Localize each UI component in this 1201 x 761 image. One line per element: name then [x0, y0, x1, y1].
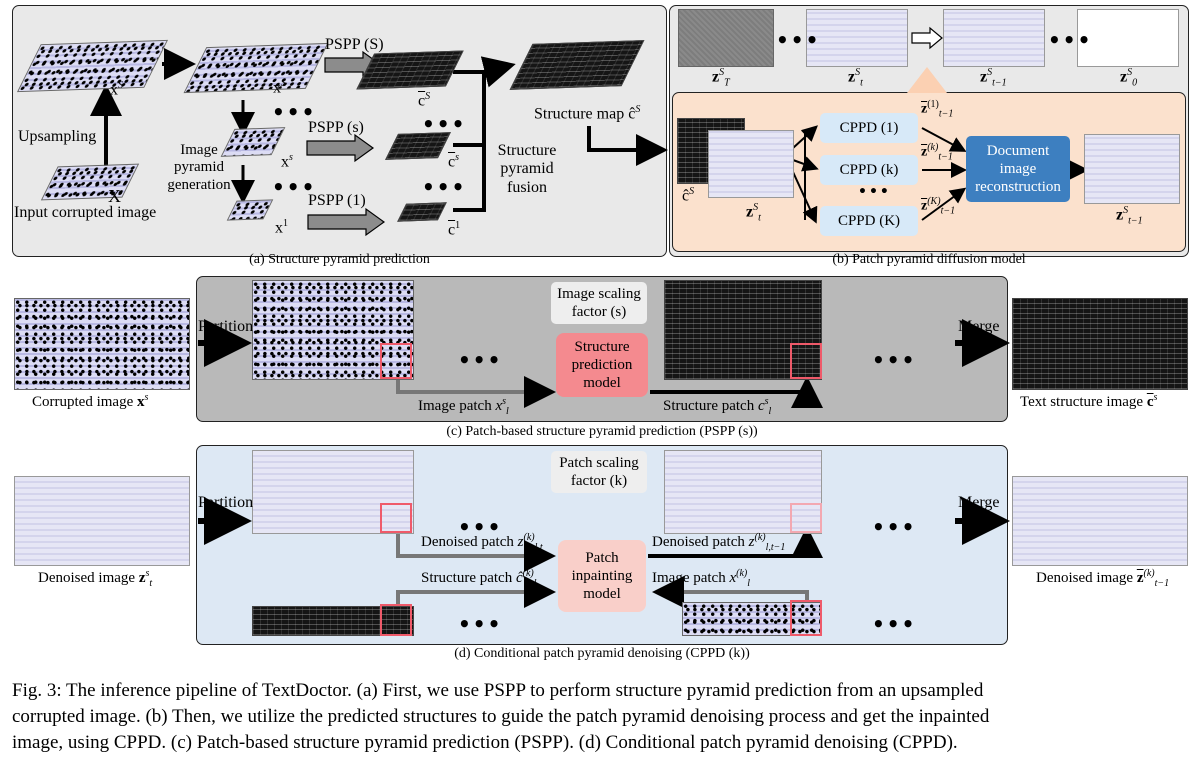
c-image-patch-label: Image patch xsl — [418, 396, 509, 417]
xS-symbol: xS — [110, 80, 123, 99]
c-structure-patch-label: Structure patch csl — [663, 396, 772, 417]
d-image-patch-label: Image patch x(k)l — [652, 568, 751, 589]
c-text-structure-image — [1012, 298, 1188, 390]
d-structure-patch-highlight — [380, 604, 412, 636]
structure-pyramid-fusion-label: Structure pyramid fusion — [497, 142, 557, 196]
d-denoised-output-label: Denoised image z(k)t−1 — [1036, 568, 1170, 589]
zt-1-image — [943, 9, 1045, 67]
zT-label: zST — [712, 67, 730, 89]
d-partitioned-denoised-image — [252, 450, 414, 534]
x1-pyramid-symbol: x1 — [275, 218, 288, 237]
zt-label: zSt — [848, 67, 863, 89]
c-structure-partitioned-image — [664, 280, 822, 380]
panel-b-caption: (b) Patch pyramid diffusion model — [832, 252, 1026, 267]
z-bar-K-label: z(K)t−1 — [921, 196, 956, 217]
zt-1-label: zSt−1 — [980, 67, 1007, 89]
c-partitioned-image — [252, 280, 414, 380]
upsampling-label: Upsampling — [18, 128, 97, 145]
b-top-dots-1: ••• — [776, 28, 821, 52]
zoom-wedge — [907, 67, 947, 93]
d-patch-scaling-factor-box: Patch scaling factor (k) — [551, 451, 647, 493]
c-partition-label: Partition — [198, 318, 254, 335]
d-denoised-output-image — [1012, 476, 1188, 566]
b-zt-label: zSt — [746, 202, 761, 224]
c-text-structure-label: Text structure image cs — [1020, 392, 1158, 410]
c1-bar-symbol: c1 — [448, 220, 461, 239]
panel-d-caption: (d) Conditional patch pyramid denoising … — [454, 646, 750, 661]
b-c-hat-label: ĉS — [682, 186, 695, 205]
d-denoised-input-label: Denoised image zst — [38, 568, 153, 589]
cS-bar-symbol: cS — [418, 91, 431, 110]
document-image-reconstruction-box: Document image reconstruction — [966, 136, 1070, 202]
d-image-patch-highlight — [790, 600, 822, 636]
pspp-s-label: PSPP (s) — [308, 119, 364, 136]
zt-image — [806, 9, 908, 67]
cppd-k-box: CPPD (k) — [820, 155, 918, 185]
d-denoised-patch-highlight — [380, 503, 412, 533]
c-dots-left: ••• — [458, 348, 503, 372]
xS-pyramid-symbol: xS — [273, 78, 286, 97]
c-structure-patch-highlight — [790, 343, 822, 379]
figure-caption: Fig. 3: The inference pipeline of TextDo… — [12, 678, 1192, 756]
d-partition-label: Partition — [198, 494, 254, 511]
d-structure-patch-label: Structure patch ĉ(k)l — [421, 568, 537, 589]
c-corrupted-label: Corrupted image xs — [32, 392, 149, 410]
input-corrupted-image-label: Input corrupted image — [14, 204, 157, 221]
X-symbol: X — [108, 186, 121, 206]
d-partitioned-output-image — [664, 450, 822, 534]
c-dots-right: ••• — [872, 348, 917, 372]
z-bar-1-label: z(1)t−1 — [921, 99, 954, 120]
image-pyramid-generation-label: Image pyramid generation — [167, 142, 231, 193]
pyramid-dots-lower: ••• — [272, 175, 317, 199]
b-top-dots-2: ••• — [1048, 28, 1093, 52]
d-denoised-input-image — [14, 476, 190, 566]
d-denoised-patch-out-label: Denoised patch z(k)l,t−1 — [652, 532, 786, 553]
structure-map-label: Structure map ĉS — [534, 104, 641, 123]
upsampled-corrupted-image — [16, 39, 169, 93]
c-merge-label: Merge — [958, 318, 1000, 335]
cppd-1-box: CPPD (1) — [820, 113, 918, 143]
z0-label: zS0 — [1120, 67, 1138, 89]
d-image-partitioned-image — [682, 602, 822, 636]
z0-image — [1077, 9, 1179, 67]
pspp-1-label: PSPP (1) — [308, 192, 366, 209]
c-image-scaling-factor-box: Image scaling factor (s) — [551, 282, 647, 324]
c-corrupted-image — [14, 298, 190, 390]
patch-inpainting-model-box: Patch inpainting model — [558, 540, 646, 612]
b-zt-image — [708, 130, 794, 198]
c-image-patch-highlight — [380, 343, 412, 379]
figure-caption-line-2: corrupted image. (b) Then, we utilize th… — [12, 706, 990, 727]
structure-dots-upper: ••• — [422, 112, 467, 136]
zT-noise-image — [678, 9, 774, 67]
pspp-1-arrow — [307, 207, 386, 237]
b-zt-1-output-label: zSt−1 — [1116, 205, 1143, 227]
z-bar-k-label: z(k)t−1 — [921, 142, 953, 163]
cppd-dots: ••• — [858, 184, 891, 200]
structure-prediction-model-box: Structure prediction model — [556, 333, 648, 397]
pspp-s-arrow — [306, 133, 375, 163]
figure-caption-line-1: Fig. 3: The inference pipeline of TextDo… — [12, 680, 984, 701]
d-merge-label: Merge — [958, 494, 1000, 511]
panel-c-caption: (c) Patch-based structure pyramid predic… — [446, 424, 758, 439]
d-structure-partitioned-image — [252, 606, 414, 636]
xs-pyramid-symbol: xs — [281, 152, 293, 171]
b-zt-1-output-image — [1084, 134, 1180, 204]
structure-dots-lower: ••• — [422, 175, 467, 199]
pyramid-dots-upper: ••• — [272, 100, 317, 124]
cs-bar-symbol: cs — [448, 152, 460, 171]
d-output-patch-highlight — [790, 503, 822, 533]
d-denoised-patch-in-label: Denoised patch z(k)l,t — [421, 532, 543, 553]
d-dots-lower-left: ••• — [458, 612, 503, 636]
d-dots-lower-right: ••• — [872, 612, 917, 636]
d-dots-upper-right: ••• — [872, 515, 917, 539]
pspp-S-label: PSPP (S) — [325, 36, 384, 53]
panel-a-caption: (a) Structure pyramid prediction — [249, 252, 430, 267]
cppd-K-box: CPPD (K) — [820, 206, 918, 236]
step-arrow — [911, 26, 943, 50]
figure-caption-line-3: image, using CPPD. (c) Patch-based struc… — [12, 732, 958, 753]
pyramid-level-S-image — [183, 42, 329, 94]
